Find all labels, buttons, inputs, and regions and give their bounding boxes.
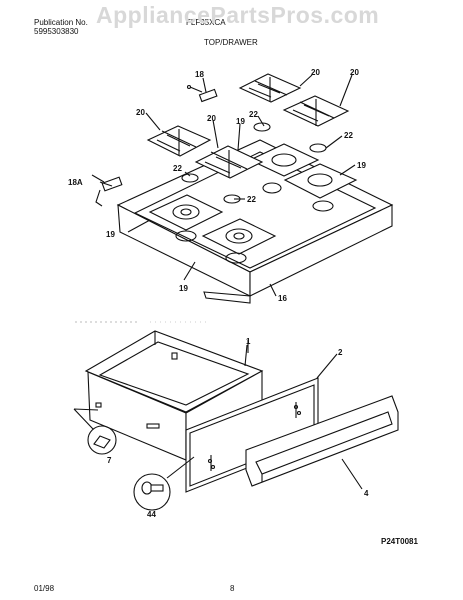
drawer-front-panel (245, 395, 399, 487)
model-number: FLF35XCA (186, 18, 226, 27)
diagram-code: P24T0081 (381, 537, 418, 546)
callout-20c: 20 (136, 108, 145, 117)
callout-19a: 19 (236, 117, 245, 126)
callout-44: 44 (147, 510, 156, 519)
callout-20b: 20 (350, 68, 359, 77)
burner-pan-rear-left (248, 143, 320, 177)
grate-front-left (146, 125, 212, 157)
callout-16: 16 (278, 294, 287, 303)
callout-19d: 19 (179, 284, 188, 293)
callout-7: 7 (107, 456, 112, 465)
grate-front-right (194, 145, 264, 179)
burner-pan-front-left (148, 194, 224, 231)
watermark: AppliancePartsPros.com (96, 2, 380, 28)
callout-4: 4 (364, 489, 369, 498)
ignitor-switch-18 (186, 84, 218, 103)
drawer-glide-7 (73, 408, 117, 455)
publication-label: Publication No. (34, 18, 88, 27)
leader-lines (99, 74, 356, 297)
callout-18: 18 (195, 70, 204, 79)
drip-rings (181, 122, 327, 204)
drawer-roller-44 (133, 456, 195, 511)
callout-20a: 20 (311, 68, 320, 77)
burner-pan-front-right (201, 218, 277, 255)
callout-22b: 22 (344, 131, 353, 140)
grate-rear-left (238, 73, 302, 103)
callout-22a: 22 (249, 110, 258, 119)
burner-pan-rear-right (283, 163, 358, 199)
section-title: TOP/DRAWER (204, 38, 258, 47)
publication-number: 5995303830 (34, 27, 79, 36)
callout-2: 2 (338, 348, 343, 357)
callout-18a: 18A (68, 178, 83, 187)
callout-19b: 19 (357, 161, 366, 170)
callout-22c: 22 (173, 164, 182, 173)
callout-1: 1 (246, 337, 251, 346)
callout-19c: 19 (106, 230, 115, 239)
drawer-leader-lines (244, 344, 363, 490)
ignitor-switch-18a (91, 174, 123, 207)
footer-date: 01/98 (34, 584, 55, 593)
callout-20d: 20 (207, 114, 216, 123)
front-trim (203, 291, 251, 304)
footer-page-number: 8 (230, 584, 235, 593)
burner-rings (175, 182, 334, 264)
grate-rear-right (282, 95, 350, 127)
callout-22d: 22 (247, 195, 256, 204)
